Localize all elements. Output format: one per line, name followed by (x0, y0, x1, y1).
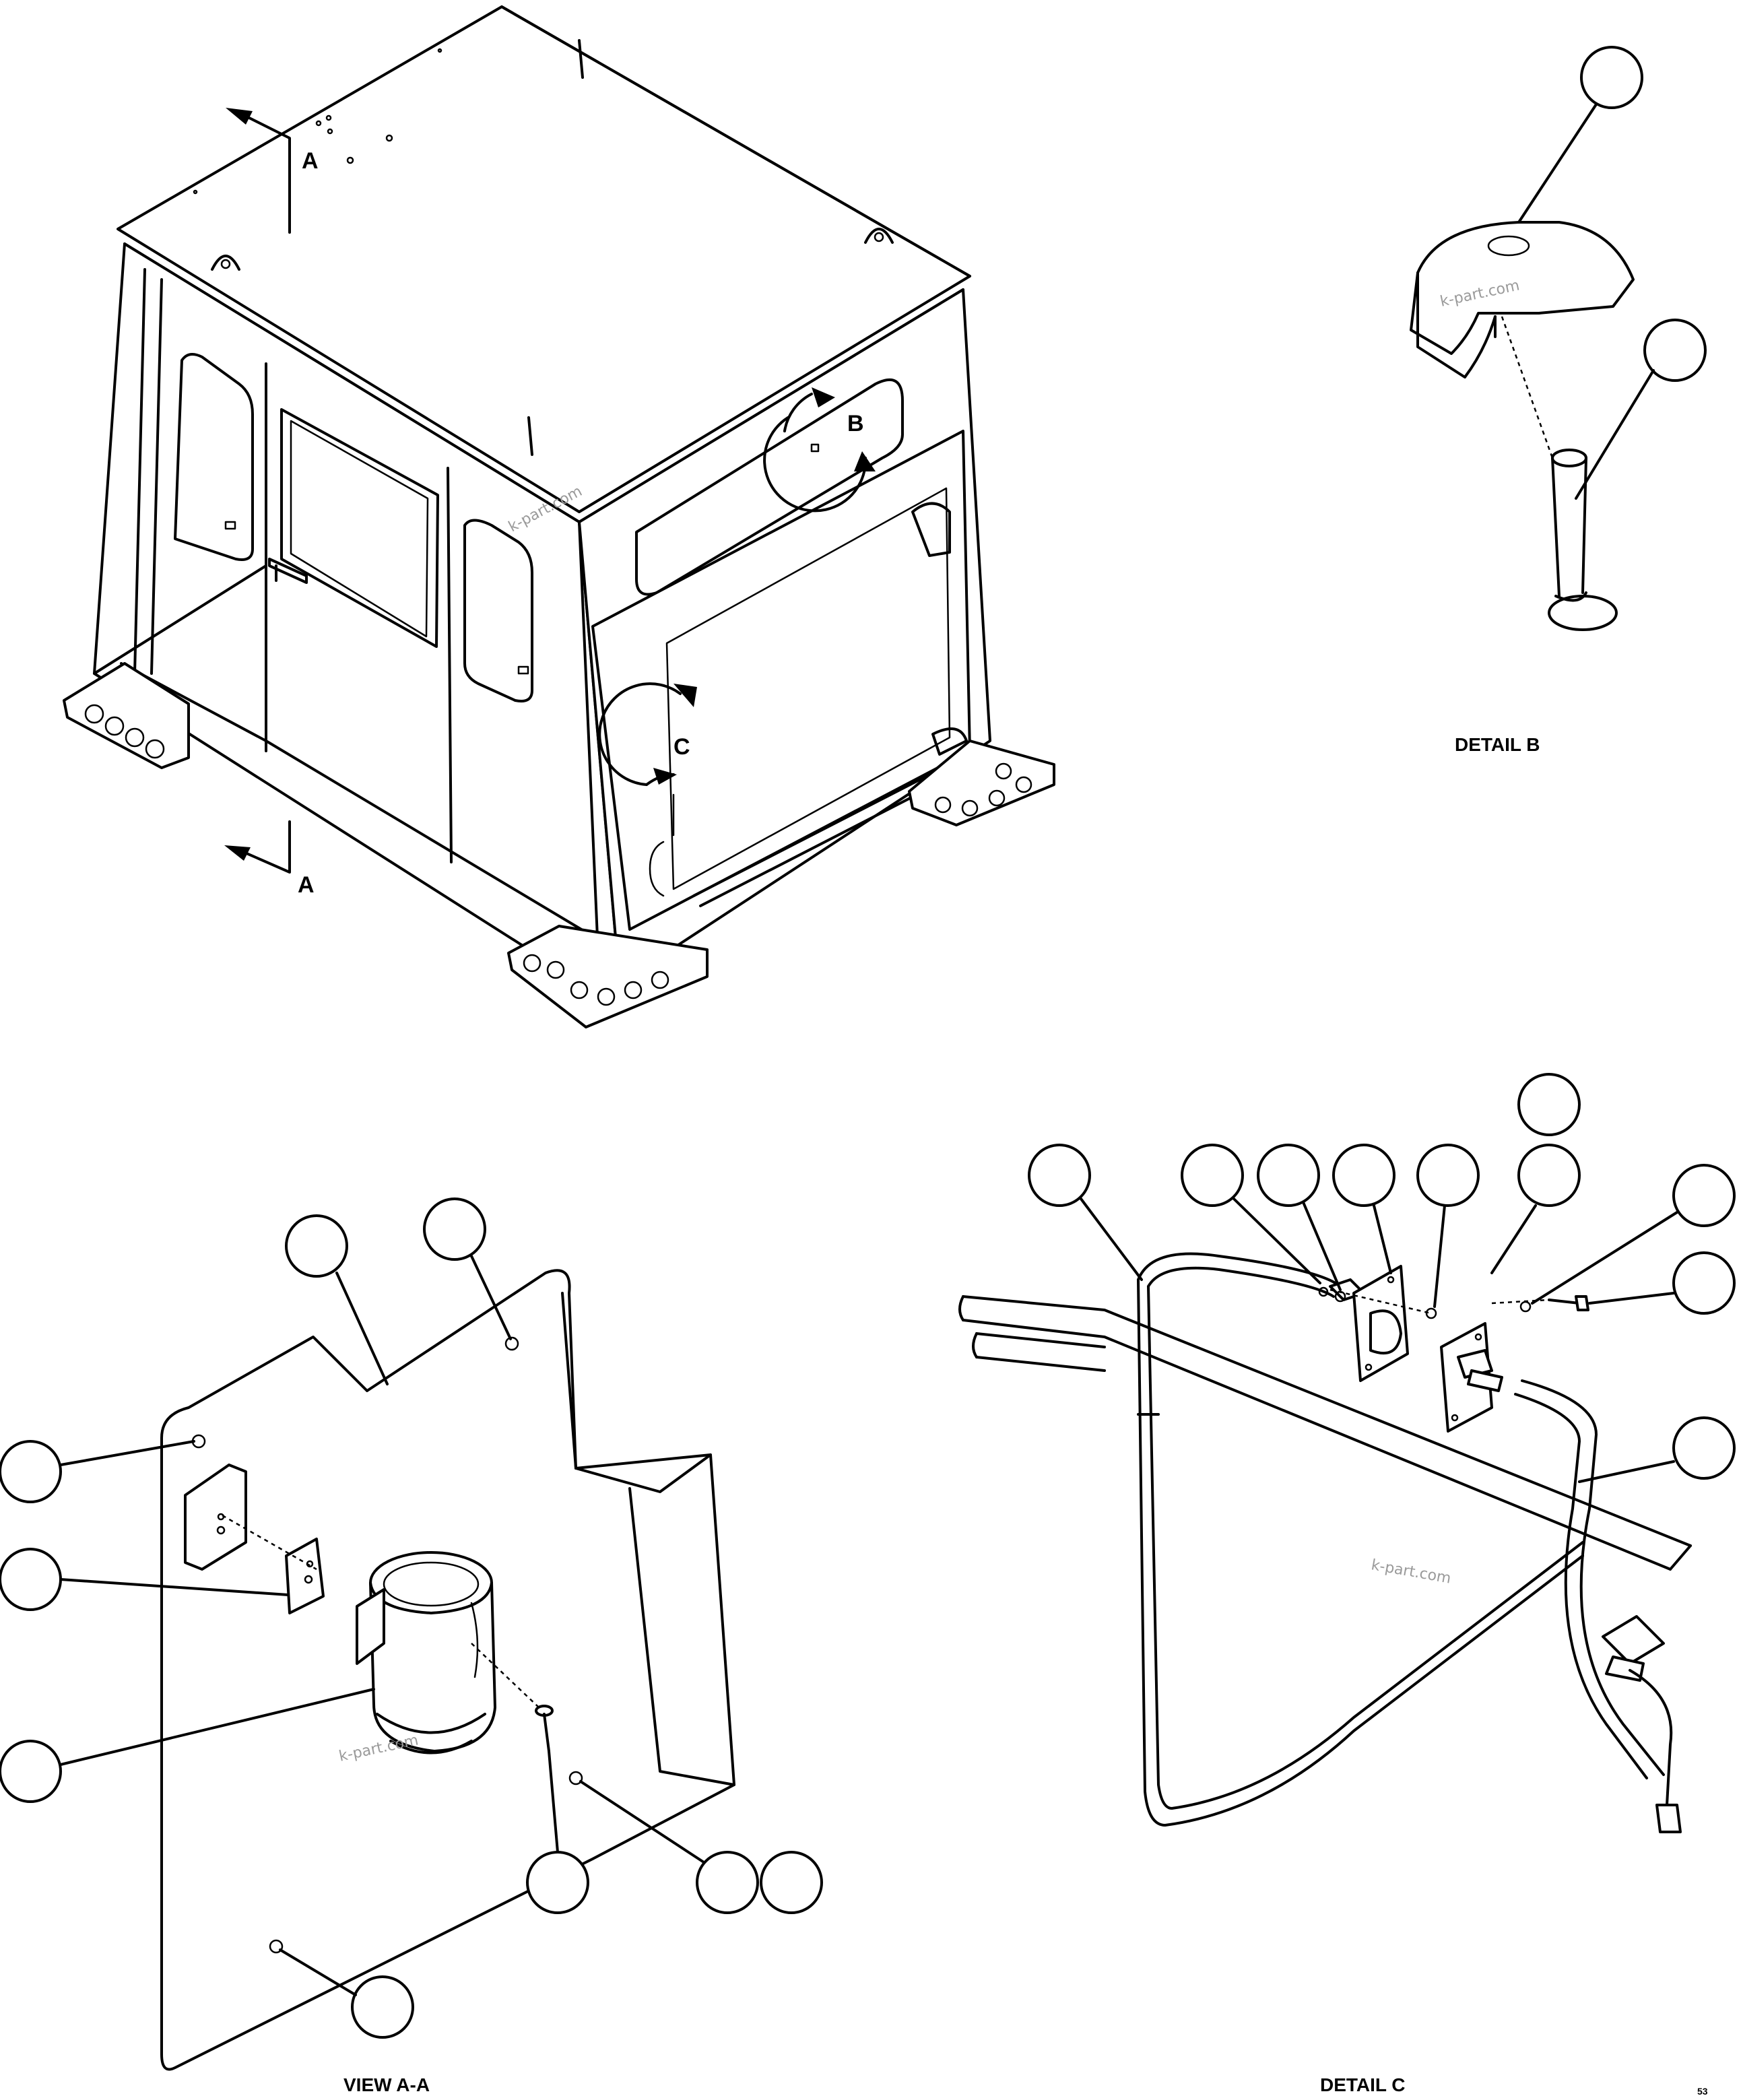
roof-lifting-eye-left (211, 255, 240, 271)
detail-b: k-part.com DETAIL B (1410, 46, 1707, 755)
door-handle (268, 558, 308, 584)
detail-b-marker: B (763, 387, 876, 513)
callout-b1 (1580, 46, 1643, 109)
callout-c8 (1672, 1164, 1736, 1227)
knob (1410, 221, 1635, 355)
callout-c6 (1517, 1073, 1581, 1136)
mounting-block (184, 1464, 247, 1571)
panel-hole (504, 1336, 519, 1351)
callout-c4 (1332, 1144, 1395, 1207)
section-arrow-top: A (226, 108, 319, 234)
callout-c10 (1672, 1416, 1736, 1480)
callout-va8 (760, 1851, 823, 1914)
detail-c-marker-label: C (674, 734, 690, 760)
pin (1548, 449, 1618, 631)
mounting-pad-front (507, 925, 709, 1028)
screw-c (1548, 1295, 1589, 1311)
plate-right (1440, 1322, 1503, 1433)
detail-c-caption: DETAIL C (1320, 2074, 1406, 2095)
callout-c5 (1416, 1144, 1480, 1207)
roof-lifting-eye-right (864, 228, 894, 244)
front-side-window (463, 519, 533, 702)
callout-b2 (1643, 319, 1707, 382)
front-upper-window (635, 378, 904, 596)
cable-harness (1137, 1252, 1665, 1827)
detail-b-marker-label: B (847, 411, 864, 436)
callout-c3 (1257, 1144, 1320, 1207)
watermark-detail-c: k-part.com (1370, 1556, 1452, 1587)
view-a-a: k-part.com VIEW A-A (0, 1197, 823, 2095)
screw (535, 1705, 554, 1752)
detail-b-caption: DETAIL B (1455, 734, 1540, 755)
door-window-frame (280, 408, 439, 648)
plate-left (1352, 1265, 1409, 1382)
panel-hole (568, 1771, 583, 1785)
mounting-pad-left (63, 662, 190, 769)
plug-connector (1602, 1615, 1682, 1833)
callout-va2 (423, 1197, 486, 1261)
callout-c2 (1181, 1144, 1244, 1207)
callout-va1 (285, 1214, 348, 1278)
panel-hole (269, 1939, 284, 1954)
callout-va3 (0, 1440, 62, 1503)
callout-va4 (0, 1548, 62, 1611)
callout-c7 (1517, 1144, 1581, 1207)
callout-va5 (0, 1740, 62, 1803)
mounting-pad-right (908, 740, 1055, 826)
view-aa-caption: VIEW A-A (343, 2074, 430, 2095)
section-label-top: A (302, 148, 319, 174)
corner-code: 53 (1697, 2086, 1708, 2097)
callout-va6 (526, 1851, 589, 1914)
section-label-bottom: A (298, 872, 315, 898)
callout-va7 (696, 1851, 759, 1914)
roof-holes (193, 48, 442, 195)
washer (1519, 1301, 1532, 1313)
detail-c-marker: C (598, 682, 697, 786)
callout-c1 (1028, 1144, 1091, 1207)
cup-holder (356, 1551, 496, 1754)
left-rear-window (174, 353, 254, 561)
callout-va9 (351, 1975, 414, 2039)
washer (1318, 1286, 1329, 1297)
detail-c: k-part.com DETAIL C 53 (958, 1073, 1736, 2097)
washer (1425, 1307, 1437, 1319)
cab-assembly-view: A A B C k-part.com (63, 5, 1055, 1028)
section-arrow-bottom: A (224, 820, 315, 898)
callout-c9 (1672, 1251, 1736, 1315)
